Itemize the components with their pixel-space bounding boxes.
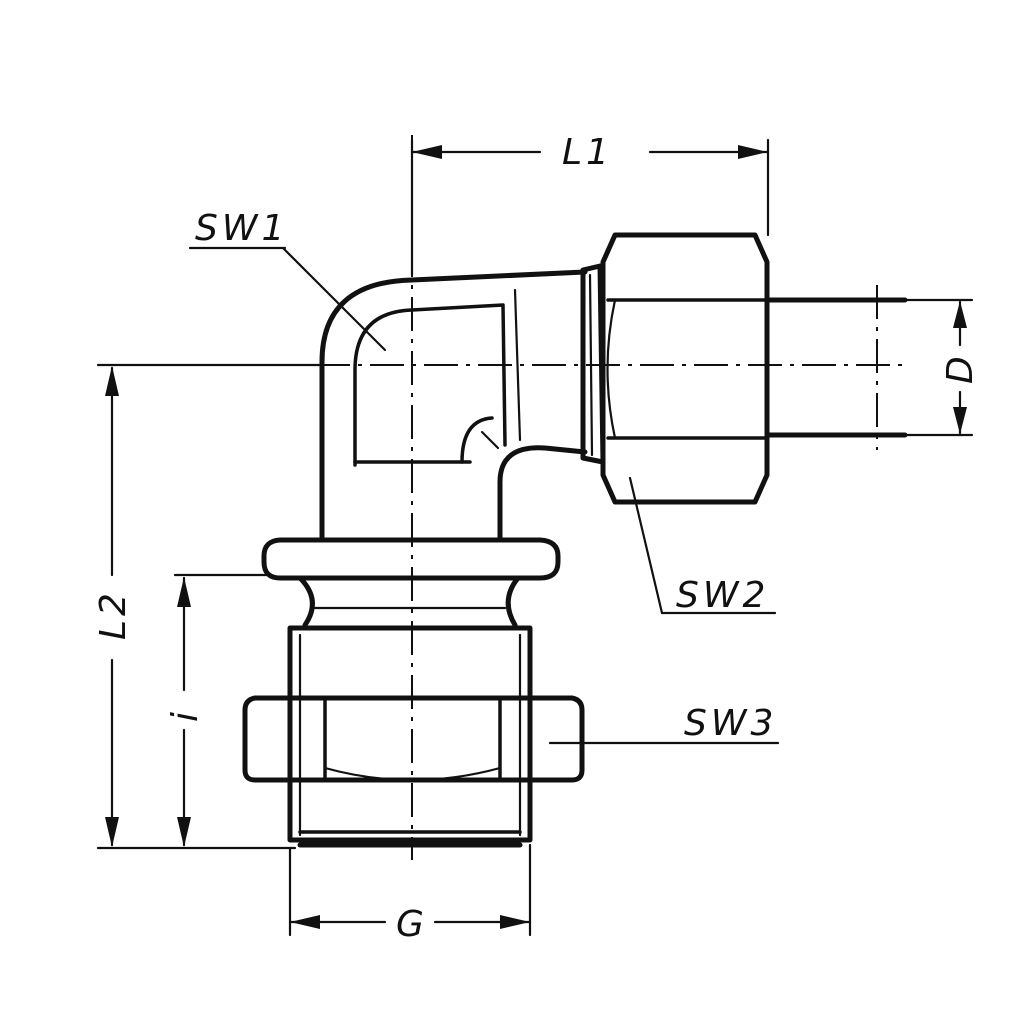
label-l2: L2 <box>93 589 134 640</box>
label-i: i <box>165 708 206 722</box>
leader-sw2 <box>628 476 777 615</box>
dimension-i <box>173 573 272 847</box>
label-sw2: SW2 <box>676 575 769 616</box>
label-l1: L1 <box>562 132 613 173</box>
threaded-stud <box>287 625 533 848</box>
neck <box>297 575 521 628</box>
elbow-body <box>319 269 588 543</box>
label-d: D <box>940 352 981 384</box>
leader-sw1 <box>188 246 387 352</box>
dimension-l2 <box>96 363 322 850</box>
label-sw3: SW3 <box>684 703 777 744</box>
flange <box>261 537 561 581</box>
tube <box>764 285 908 450</box>
dimension-d <box>903 298 974 437</box>
sw2-nut <box>600 232 770 505</box>
dimension-l1 <box>410 138 770 277</box>
label-sw1: SW1 <box>195 208 288 249</box>
sw3-nut <box>242 695 585 783</box>
dimension-g <box>288 843 532 937</box>
label-g: G <box>396 904 428 945</box>
